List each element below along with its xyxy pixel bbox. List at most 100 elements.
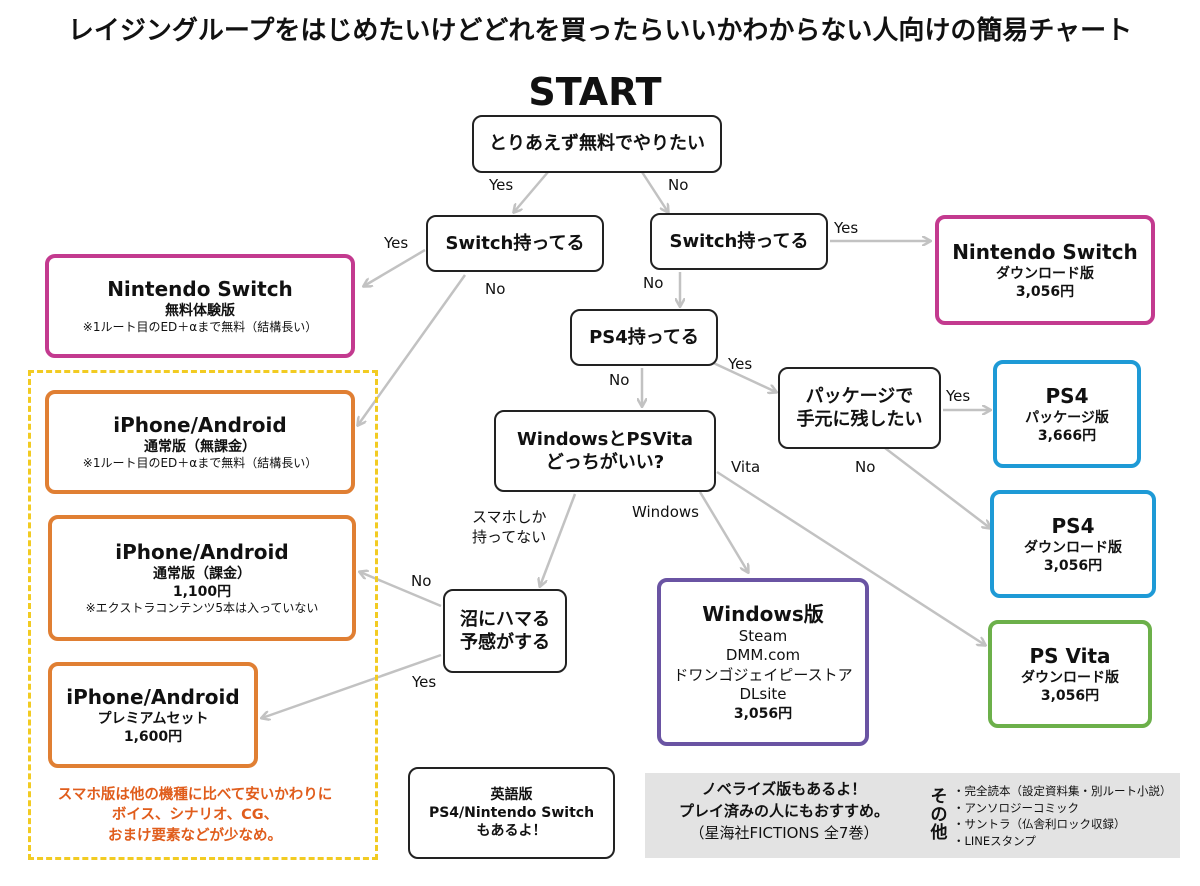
result-windows: Windows版 Steam DMM.com ドワンゴジェイピーストア DLsi… <box>657 578 869 746</box>
question-switch-left-text: Switch持ってる <box>445 232 585 254</box>
question-free: とりあえず無料でやりたい <box>472 115 722 173</box>
question-switch-right-text: Switch持ってる <box>669 230 809 252</box>
label-phone-only-1: スマホしか <box>472 508 547 526</box>
result-windows-name: Windows版 <box>702 601 824 626</box>
other-item: ・完全読本（設定資料集・別ルート小説） <box>953 784 1172 798</box>
question-windows-vita: WindowsとPSVita どっちがいい? <box>494 410 716 492</box>
label-switchr-yes: Yes <box>834 219 859 237</box>
english-edition-line3: もあるよ！ <box>476 823 547 840</box>
start-label: START <box>528 70 662 114</box>
other-item: ・サントラ（仏舎利ロック収録） <box>953 817 1126 832</box>
label-vita: Vita <box>731 458 761 476</box>
arrow-winvita-vita <box>716 470 985 645</box>
question-package: パッケージで 手元に残したい <box>778 367 941 449</box>
question-ps4: PS4持ってる <box>570 309 718 366</box>
arrow-package-no <box>884 447 990 528</box>
result-vita-dl-price: 3,056円 <box>1040 688 1100 704</box>
result-phone-paid-name: iPhone/Android <box>115 540 289 565</box>
novel-line1: ノベライズ版もあるよ！ <box>701 780 867 798</box>
smartphone-group <box>28 370 378 860</box>
arrow-switchl-yes <box>364 248 426 286</box>
result-windows-store-2: DMM.com <box>725 646 801 665</box>
result-switch-dl-name: Nintendo Switch <box>952 239 1138 264</box>
result-windows-store-4: DLsite <box>739 685 787 704</box>
label-ps4-yes: Yes <box>728 355 753 373</box>
label-package-no: No <box>855 458 876 476</box>
label-free-yes: Yes <box>489 176 514 194</box>
result-phone-paid-price: 1,100円 <box>172 584 232 601</box>
result-ps4-dl-name: PS4 <box>1051 513 1095 538</box>
arrow-free-no <box>640 171 668 212</box>
label-windows: Windows <box>632 503 699 521</box>
result-switch-free-name: Nintendo Switch <box>107 277 293 302</box>
question-package-line2: 手元に残したい <box>796 409 923 430</box>
result-phone-premium-name: iPhone/Android <box>66 684 240 709</box>
question-numa: 沼にハマる 予感がする <box>443 589 567 673</box>
smartphone-note-line2: ボイス、シナリオ、CG、 <box>111 807 279 824</box>
result-phone-free-name: iPhone/Android <box>113 413 287 438</box>
result-windows-price: 3,056円 <box>733 705 793 722</box>
result-ps4-dl-price: 3,056円 <box>1043 558 1103 574</box>
question-switch-right: Switch持ってる <box>650 213 828 270</box>
result-switch-free-edition: 無料体験版 <box>165 303 235 320</box>
english-edition-box: 英語版 PS4/Nintendo Switch もあるよ！ <box>408 767 615 859</box>
smartphone-note: スマホ版は他の機種に比べて安いかわりに ボイス、シナリオ、CG、 おまけ要素など… <box>40 785 350 846</box>
question-windows-vita-line2: どっちがいい? <box>545 452 665 473</box>
other-heading-char3: 他 <box>930 822 948 843</box>
result-ps4-dl: PS4 ダウンロード版 3,056円 <box>990 490 1156 598</box>
smartphone-note-line1: スマホ版は他の機種に比べて安いかわりに <box>57 787 333 803</box>
label-phone-only-2: 持ってない <box>472 528 547 546</box>
other-heading-char2: の <box>930 804 948 825</box>
page-title: レイジングループをはじめたいけどどれを買ったらいいかわからない人向けの簡易チャー… <box>67 16 1133 46</box>
question-switch-left: Switch持ってる <box>426 215 604 272</box>
arrow-winvita-windows <box>698 491 748 572</box>
question-numa-line2: 予感がする <box>460 632 550 653</box>
other-heading: そ の 他 <box>929 787 949 843</box>
result-ps4-package-edition: パッケージ版 <box>1025 409 1109 426</box>
arrow-ps4-yes <box>706 358 776 392</box>
result-windows-store-1: Steam <box>738 626 788 645</box>
result-ps4-package-name: PS4 <box>1045 383 1089 408</box>
label-package-yes: Yes <box>946 387 971 405</box>
result-switch-free: Nintendo Switch 無料体験版 ※1ルート目のED＋αまで無料（結構… <box>45 254 355 358</box>
result-ps4-package-price: 3,666円 <box>1037 428 1097 444</box>
label-numa-no: No <box>411 572 432 590</box>
label-switchl-no: No <box>485 280 506 298</box>
label-free-no: No <box>668 176 689 194</box>
question-package-line1: パッケージで <box>805 385 914 407</box>
result-phone-paid-note: ※エクストラコンテンツ5本は入っていない <box>85 601 319 616</box>
result-switch-dl-price: 3,056円 <box>1015 284 1075 300</box>
result-phone-free: iPhone/Android 通常版（無課金） ※1ルート目のED＋αまで無料（… <box>45 390 355 494</box>
result-vita-dl-name: PS Vita <box>1029 643 1111 668</box>
question-numa-line1: 沼にハマる <box>460 608 550 630</box>
question-ps4-text: PS4持ってる <box>589 326 699 348</box>
novel-line2: プレイ済みの人にもおすすめ。 <box>678 801 889 820</box>
result-switch-free-note: ※1ルート目のED＋αまで無料（結構長い） <box>82 320 318 335</box>
smartphone-note-line3: おまけ要素などが少なめ。 <box>108 827 282 844</box>
arrow-free-yes <box>514 171 549 212</box>
novel-info: ノベライズ版もあるよ！ プレイ済みの人にもおすすめ。 （星海社FICTIONS … <box>645 779 923 844</box>
result-phone-paid-edition: 通常版（課金） <box>153 566 251 583</box>
result-vita-dl: PS Vita ダウンロード版 3,056円 <box>988 620 1152 728</box>
result-phone-premium-price: 1,600円 <box>123 729 183 745</box>
novel-line3: （星海社FICTIONS 全7巻） <box>689 823 879 842</box>
english-edition-line1: 英語版 <box>490 786 533 803</box>
arrow-numa-yes <box>262 653 442 718</box>
arrow-numa-no <box>360 572 442 608</box>
other-heading-char1: そ <box>930 787 948 807</box>
label-switchr-no: No <box>643 274 664 292</box>
arrow-winvita-phone <box>540 493 577 586</box>
question-free-text: とりあえず無料でやりたい <box>489 133 705 155</box>
label-numa-yes: Yes <box>412 673 437 691</box>
result-phone-premium-edition: プレミアムセット <box>97 710 209 727</box>
label-ps4-no: No <box>609 371 630 389</box>
result-phone-premium: iPhone/Android プレミアムセット 1,600円 <box>48 662 258 768</box>
result-ps4-package: PS4 パッケージ版 3,666円 <box>993 360 1141 468</box>
result-phone-paid: iPhone/Android 通常版（課金） 1,100円 ※エクストラコンテン… <box>48 515 356 641</box>
result-switch-dl: Nintendo Switch ダウンロード版 3,056円 <box>935 215 1155 325</box>
other-list: ・完全読本（設定資料集・別ルート小説） ・アンソロジーコミック ・サントラ（仏舎… <box>953 783 1172 850</box>
result-windows-store-3: ドワンゴジェイピーストア <box>673 665 853 684</box>
other-item: ・アンソロジーコミック <box>953 800 1080 815</box>
other-item: ・LINEスタンプ <box>953 834 1036 849</box>
